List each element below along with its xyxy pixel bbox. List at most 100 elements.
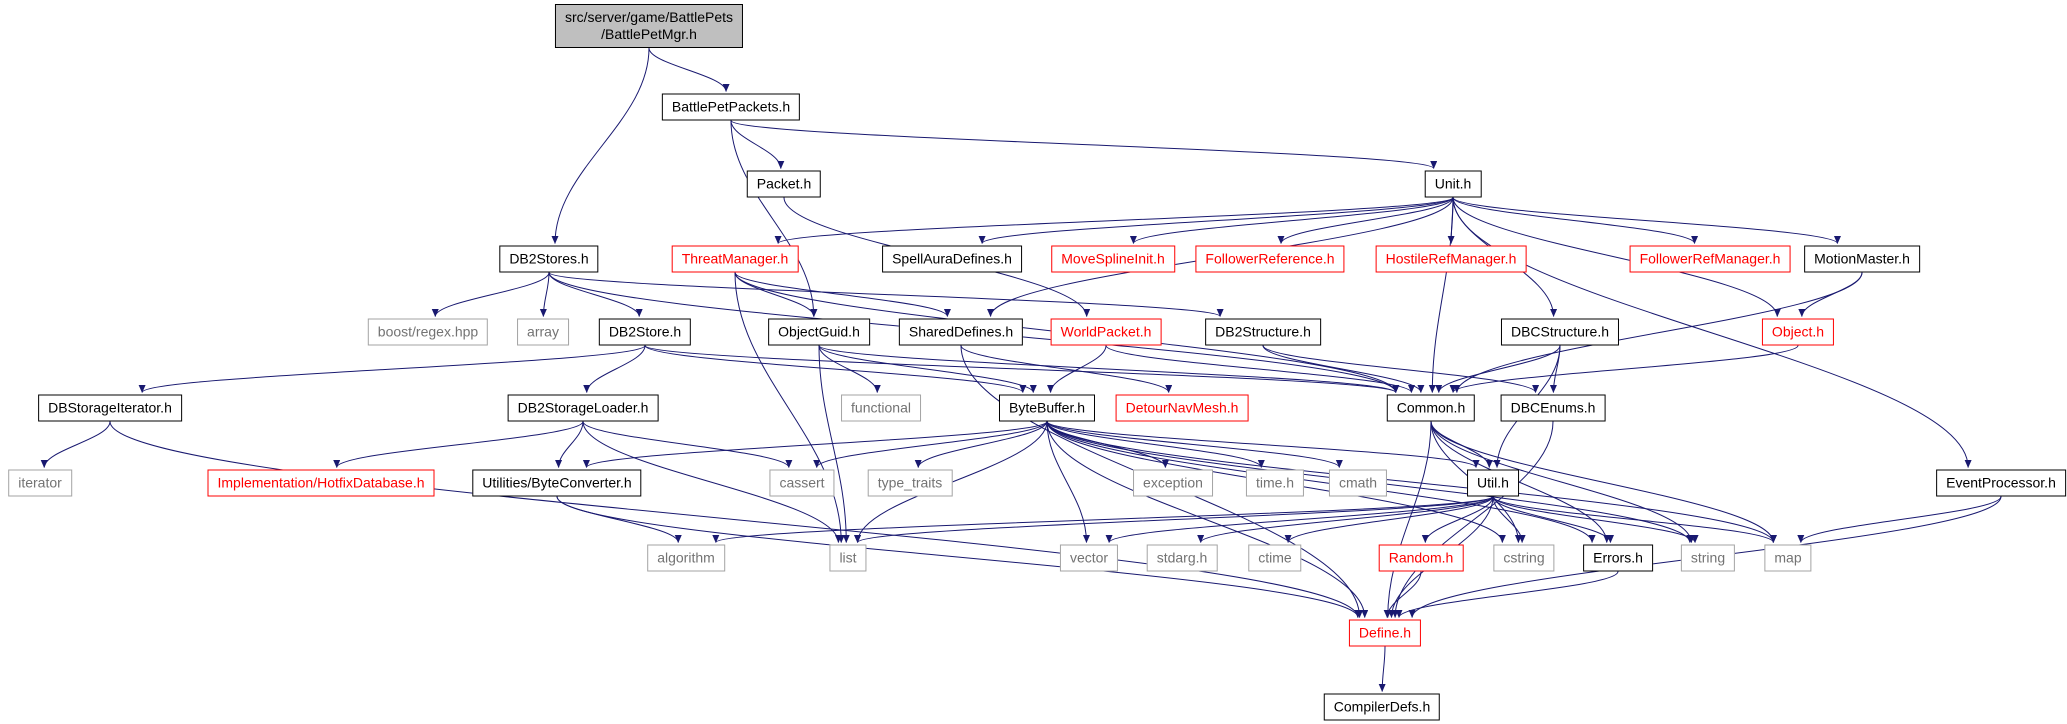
graph-node-functional: functional <box>841 394 921 422</box>
dependency-edge-bytebuffer-define <box>1046 421 1369 618</box>
graph-node-db2store[interactable]: DB2Store.h <box>598 318 692 346</box>
dependency-edge-util-map <box>1492 496 1777 543</box>
graph-node-shareddefines[interactable]: SharedDefines.h <box>898 318 1024 346</box>
dependency-edge-battlepetmgr-db2stores <box>551 47 650 244</box>
dependency-edge-unit-object <box>1452 197 1781 317</box>
graph-node-eventprocessor[interactable]: EventProcessor.h <box>1936 469 2066 497</box>
graph-node-detournavmesh[interactable]: DetourNavMesh.h <box>1115 394 1249 422</box>
dependency-edge-bytebuffer-errors <box>1046 421 1596 543</box>
graph-node-byteconverter[interactable]: Utilities/ByteConverter.h <box>472 469 642 497</box>
dependency-edge-db2stores-boostregex <box>431 272 550 317</box>
graph-node-util[interactable]: Util.h <box>1467 469 1519 497</box>
dependency-edge-common-string <box>1430 421 1695 543</box>
dependency-edge-bytebuffer-cmath <box>1046 421 1343 468</box>
graph-node-db2structure[interactable]: DB2Structure.h <box>1205 318 1321 346</box>
dependency-edge-battlepetpackets-objectguid <box>730 120 818 317</box>
dependency-edge-objectguid-functional <box>818 345 881 393</box>
dependency-edge-threatmanager-shareddefines <box>734 272 951 317</box>
dependency-edge-battlepetmgr-battlepetpackets <box>648 47 730 92</box>
dependency-edge-dbstorageiterator-define <box>109 421 1362 618</box>
dependency-edge-util-string <box>1492 496 1699 543</box>
dependency-edge-bytebuffer-map <box>1046 421 1777 543</box>
graph-node-spellauradefines[interactable]: SpellAuraDefines.h <box>882 245 1022 273</box>
dependency-edge-motionmaster-object <box>1798 272 1863 317</box>
graph-node-worldpacket[interactable]: WorldPacket.h <box>1050 318 1162 346</box>
dependency-edge-dbcstructure-common <box>1435 345 1561 393</box>
graph-node-followerreference[interactable]: FollowerReference.h <box>1195 245 1345 273</box>
graph-node-common[interactable]: Common.h <box>1386 394 1476 422</box>
dependency-edge-bytebuffer-cassert <box>813 421 1048 468</box>
graph-node-movesplineinit[interactable]: MoveSplineInit.h <box>1051 245 1175 273</box>
graph-node-packet[interactable]: Packet.h <box>746 170 822 198</box>
dependency-edge-bytebuffer-byteconverter <box>583 421 1048 468</box>
graph-node-algorithm: algorithm <box>647 544 725 572</box>
graph-node-dbcstructure[interactable]: DBCStructure.h <box>1500 318 1620 346</box>
dependency-edge-eventprocessor-map <box>1797 496 2002 543</box>
graph-node-cmath: cmath <box>1328 469 1388 497</box>
dependency-edge-byteconverter-define <box>556 496 1362 618</box>
dependency-edge-unit-threatmanager <box>774 197 1454 244</box>
graph-node-vector: vector <box>1059 544 1119 572</box>
graph-node-threatmanager[interactable]: ThreatManager.h <box>671 245 799 273</box>
dependency-edge-dbcenums-define <box>1391 421 1554 618</box>
dependency-edge-bytebuffer-typetraits <box>914 421 1048 468</box>
dependency-edge-db2store-db2storageloader <box>583 345 646 393</box>
graph-node-battlepetmgr: src/server/game/BattlePets /BattlePetMgr… <box>554 4 744 48</box>
graph-node-cassert: cassert <box>769 469 835 497</box>
graph-node-errors[interactable]: Errors.h <box>1583 544 1653 572</box>
dependency-edge-unit-followerrefmanager <box>1452 197 1698 244</box>
dependency-edge-unit-movesplineinit <box>1130 197 1454 244</box>
dependency-edge-unit-motionmaster <box>1452 197 1841 244</box>
graph-node-db2stores[interactable]: DB2Stores.h <box>499 245 599 273</box>
graph-node-hostilerefmanager[interactable]: HostileRefManager.h <box>1375 245 1527 273</box>
dependency-edge-util-stdarg <box>1197 496 1494 543</box>
graph-node-boostregex: boost/regex.hpp <box>367 318 489 346</box>
graph-node-string: string <box>1680 544 1736 572</box>
graph-node-list: list <box>829 544 867 572</box>
dependency-edge-object-common <box>1449 345 1799 393</box>
dependency-edge-define-compilerdefs <box>1378 646 1386 692</box>
dependency-edge-battlepetpackets-unit <box>730 120 1437 169</box>
dependency-edge-db2store-bytebuffer <box>644 345 1027 393</box>
graph-node-stdarg: stdarg.h <box>1146 544 1218 572</box>
graph-node-motionmaster[interactable]: MotionMaster.h <box>1804 245 1920 273</box>
graph-node-bytebuffer[interactable]: ByteBuffer.h <box>998 394 1096 422</box>
graph-node-map: map <box>1764 544 1812 572</box>
dependency-edge-util-random <box>1421 496 1494 543</box>
graph-node-object[interactable]: Object.h <box>1761 318 1835 346</box>
dependency-edge-util-cstring <box>1492 496 1526 543</box>
graph-node-timeh: time.h <box>1245 469 1305 497</box>
graph-node-dbcenums[interactable]: DBCEnums.h <box>1500 394 1606 422</box>
graph-node-define[interactable]: Define.h <box>1348 619 1422 647</box>
graph-node-random[interactable]: Random.h <box>1378 544 1464 572</box>
dependency-edge-db2structure-dbcenums <box>1262 345 1539 393</box>
dependency-edge-common-map <box>1430 421 1777 543</box>
graph-node-objectguid[interactable]: ObjectGuid.h <box>768 318 870 346</box>
dependency-edge-dbstorageiterator-iterator <box>40 421 111 468</box>
graph-node-iterator: iterator <box>8 469 72 497</box>
dependency-edge-db2store-dbstorageiterator <box>138 345 646 393</box>
dependency-edge-objectguid-common <box>818 345 1400 393</box>
edge-group <box>40 47 2002 692</box>
dependency-edge-common-define <box>1384 421 1432 618</box>
dependency-edge-db2stores-db2structure <box>548 272 1224 317</box>
dependency-edge-shareddefines-detournavmesh <box>960 345 1173 393</box>
dependency-edge-threatmanager-list <box>734 272 845 543</box>
graph-node-hotfixdatabase[interactable]: Implementation/HotfixDatabase.h <box>207 469 435 497</box>
graph-node-ctime: ctime <box>1248 544 1302 572</box>
dependency-edge-db2storageloader-hotfixdatabase <box>333 421 584 468</box>
graph-node-compilerdefs[interactable]: CompilerDefs.h <box>1323 693 1441 721</box>
graph-node-followerrefmanager[interactable]: FollowerRefManager.h <box>1629 245 1791 273</box>
dependency-edge-unit-common <box>1428 197 1454 393</box>
graph-node-battlepetpackets[interactable]: BattlePetPackets.h <box>661 93 801 121</box>
graph-node-typetraits: type_traits <box>867 469 953 497</box>
dependency-edge-db2store-common <box>644 345 1399 393</box>
graph-node-db2storageloader[interactable]: DB2StorageLoader.h <box>507 394 659 422</box>
dependency-edge-util-list <box>854 496 1494 543</box>
dependency-edge-unit-spellauradefines <box>978 197 1454 244</box>
graph-node-dbstorageiterator[interactable]: DBStorageIterator.h <box>38 394 182 422</box>
graph-node-unit[interactable]: Unit.h <box>1424 170 1482 198</box>
